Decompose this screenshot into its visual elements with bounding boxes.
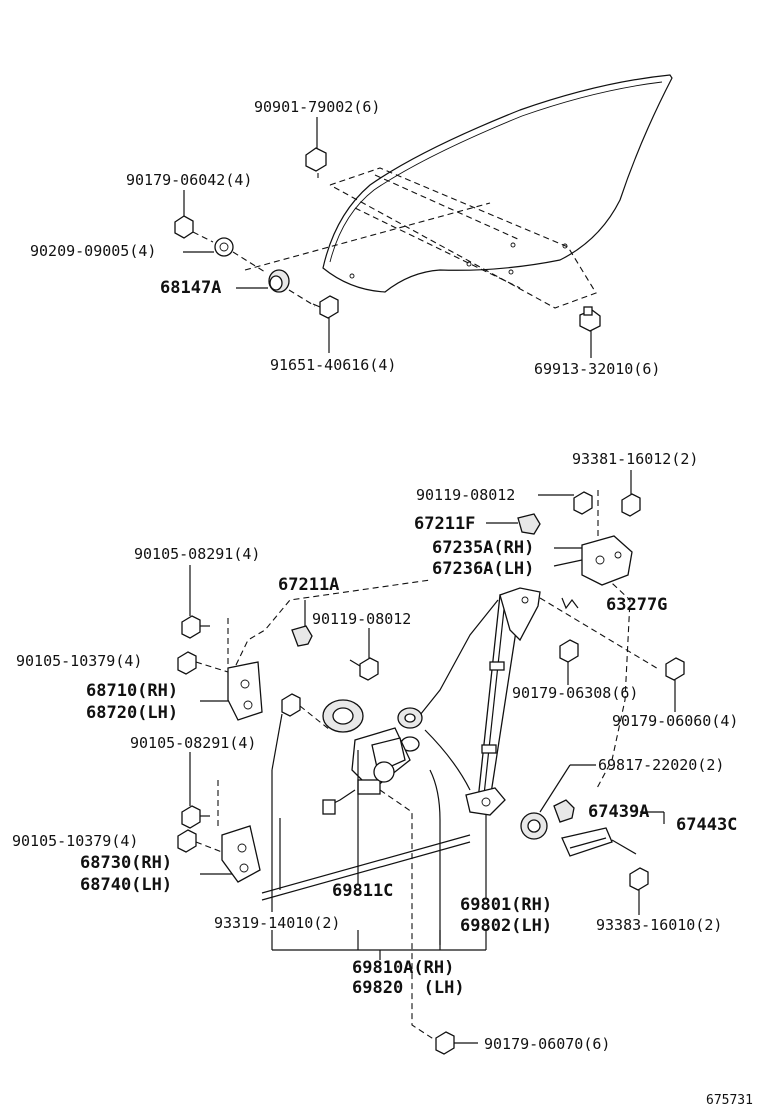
connector-icon <box>322 789 356 815</box>
part-label-69801: 69801(RH) <box>460 895 552 915</box>
part-label-67236A: 67236A(LH) <box>432 559 534 579</box>
part-label-90179-06070: 90179-06070(6) <box>484 1035 610 1053</box>
part-label-68720: 68720(LH) <box>86 703 178 723</box>
part-label-68710: 68710(RH) <box>86 681 178 701</box>
bolt-icon <box>579 306 601 332</box>
glass-channel-outline <box>244 163 597 309</box>
bolt-icon <box>349 657 379 681</box>
washer-icon <box>214 237 234 257</box>
part-label-90105-10379-upper: 90105-10379(4) <box>16 652 142 670</box>
part-label-90105-10379-lower: 90105-10379(4) <box>12 832 138 850</box>
bolt-icon <box>177 829 223 853</box>
bolt-icon <box>312 295 339 319</box>
bolt-icon <box>177 651 229 675</box>
part-label-69913-32010: 69913-32010(6) <box>534 360 660 378</box>
part-label-90179-06060: 90179-06060(4) <box>612 712 738 730</box>
door-glass <box>322 74 673 293</box>
part-label-93319-14010: 93319-14010(2) <box>214 914 340 932</box>
regulator-cable <box>419 599 499 945</box>
part-label-69802: 69802(LH) <box>460 916 552 936</box>
assembly-bracket-line <box>271 930 487 960</box>
part-label-90179-06042: 90179-06042(4) <box>126 171 252 189</box>
nut-icon <box>435 1031 455 1055</box>
part-label-63277G: 63277G <box>606 595 667 615</box>
cushion-icon <box>517 513 541 535</box>
part-label-67443C: 67443C <box>676 815 737 835</box>
bushing-icon <box>268 269 290 293</box>
part-label-69810A: 69810A(RH) <box>352 958 454 978</box>
cushion-icon <box>553 799 575 823</box>
bolt-icon <box>281 693 331 731</box>
part-label-90119-08012-upper: 90119-08012 <box>416 486 515 504</box>
part-label-67211F: 67211F <box>414 514 475 534</box>
clip-icon <box>561 597 579 610</box>
part-label-93383-16010: 93383-16010(2) <box>596 916 722 934</box>
window-motor <box>322 699 411 795</box>
part-label-67211A: 67211A <box>278 575 339 595</box>
part-label-90105-08291-upper: 90105-08291(4) <box>134 545 260 563</box>
part-label-68740: 68740(LH) <box>80 875 172 895</box>
part-label-90119-08012-lower: 90119-08012 <box>312 610 411 628</box>
part-label-90105-08291-lower: 90105-08291(4) <box>130 734 256 752</box>
part-label-90209-09005: 90209-09005(4) <box>30 242 156 260</box>
door-sill <box>261 818 471 901</box>
hinge-bracket <box>227 661 263 721</box>
regulator-rail <box>465 591 521 816</box>
hinge-bracket <box>221 825 261 883</box>
bolt-icon <box>181 615 210 639</box>
stopper-bracket <box>561 827 613 857</box>
diagram-id: 675731 <box>706 1093 753 1108</box>
cushion-icon <box>291 625 313 647</box>
bolt-icon <box>629 867 649 891</box>
stopper-bracket <box>581 535 633 586</box>
nut-icon <box>665 657 685 681</box>
part-label-69811C: 69811C <box>332 881 393 901</box>
part-label-90179-06308: 90179-06308(6) <box>512 684 638 702</box>
part-label-93381-16012: 93381-16012(2) <box>572 450 698 468</box>
bolt-icon <box>573 491 593 515</box>
rail-upper-bracket <box>499 587 541 642</box>
part-label-67439A: 67439A <box>588 802 649 822</box>
part-label-67235A: 67235A(RH) <box>432 538 534 558</box>
bolt-icon <box>181 805 210 829</box>
part-label-90901-79002: 90901-79002(6) <box>254 98 380 116</box>
bolt-icon <box>621 493 641 517</box>
part-label-69820: 69820 (LH) <box>352 978 465 998</box>
cable-pulley <box>397 707 423 752</box>
part-label-69817-22020: 69817-22020(2) <box>598 756 724 774</box>
part-label-91651-40616: 91651-40616(4) <box>270 356 396 374</box>
part-label-68147A: 68147A <box>160 278 221 298</box>
nut-icon <box>174 215 194 239</box>
part-label-68730: 68730(RH) <box>80 853 172 873</box>
grommet-icon <box>520 812 548 840</box>
nut-icon <box>305 147 327 172</box>
nut-icon <box>559 639 579 663</box>
